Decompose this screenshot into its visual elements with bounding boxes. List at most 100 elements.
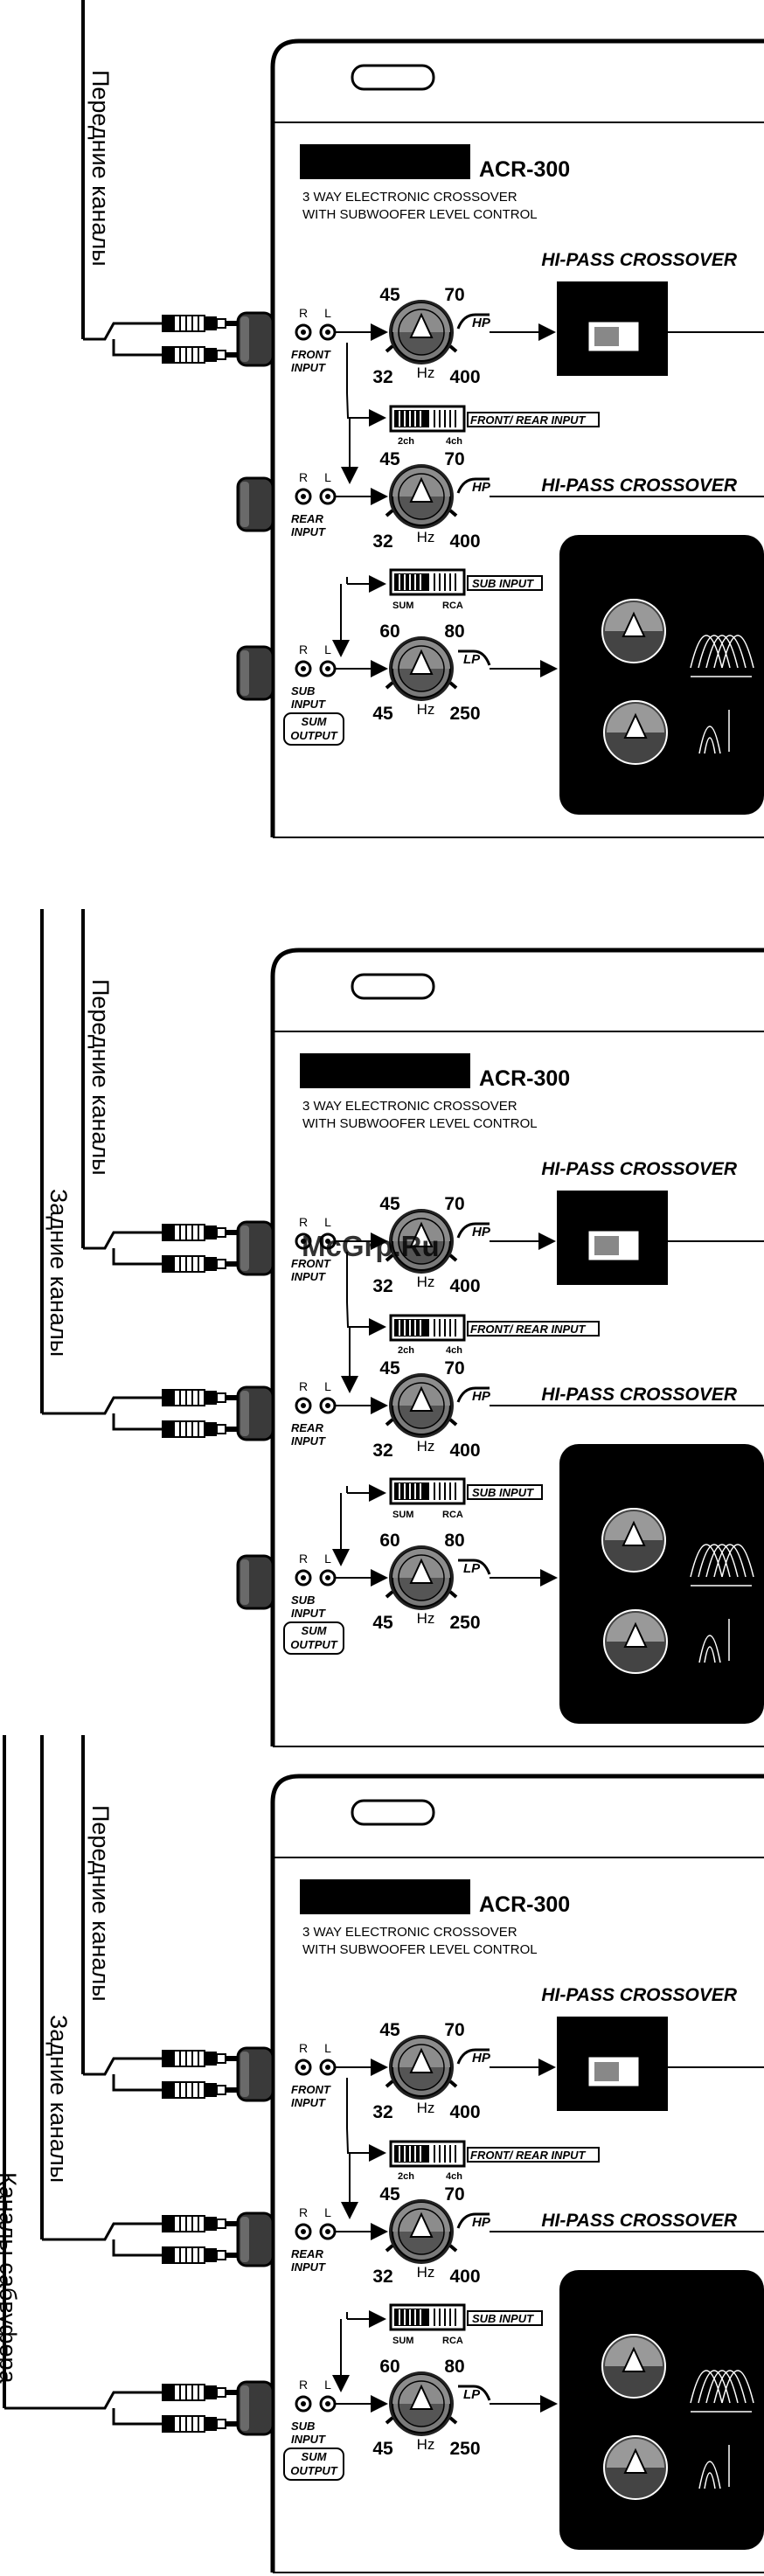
filter-curve-icon	[705, 635, 739, 669]
subwoofer-title: SUBWOOFER	[585, 545, 707, 565]
filter-curve-icon	[713, 1544, 747, 1578]
front-rear-input-switch	[389, 1314, 466, 1342]
sub-freq-scale: 25	[590, 675, 611, 695]
sub-freq-knob	[601, 2334, 666, 2399]
frequency-knob-icon	[385, 2033, 458, 2101]
knob-scale-label: 32	[372, 367, 392, 387]
rear-input-label: REAR	[291, 1421, 323, 1434]
rear-input-label: INPUT	[291, 1434, 326, 1448]
wire	[346, 392, 349, 419]
sub-input-switch-label: SUB INPUT	[472, 2312, 534, 2325]
sum-output-label: SUM	[302, 715, 328, 728]
knob-scale-label: 250	[449, 1613, 480, 1633]
knob-scale-label: 45	[379, 2020, 400, 2040]
channel-r-label: R	[299, 1379, 308, 1393]
cable-group	[3, 1735, 239, 2434]
sub-jack-r-icon	[295, 660, 312, 677]
freq-label: FREQ	[613, 567, 654, 584]
sub-freq-scale: 50	[669, 2307, 689, 2327]
hp-label: HP	[472, 480, 491, 495]
boost-max-label: +18dB	[649, 769, 705, 789]
freq-mult-label: MULTIPLIER	[578, 306, 646, 319]
filter-curve-icon	[721, 2370, 754, 2404]
frequency-knob-icon	[385, 635, 458, 703]
switch-label-frame	[467, 2147, 600, 2163]
sub-rca-socket	[236, 2380, 274, 2436]
filter-curve-icon	[698, 2370, 731, 2404]
freq-mult-label: MULTIPLIER	[578, 1215, 646, 1228]
front-jack-l-icon	[319, 323, 337, 341]
channel-r-label: R	[299, 306, 308, 320]
filter-curve-icon	[690, 1544, 723, 1578]
switch-pos-label: RCA	[442, 2336, 463, 2346]
switch-pos-label: SUM	[392, 601, 413, 611]
front-rca-socket	[236, 311, 274, 367]
filter-curve-icon	[705, 1544, 739, 1578]
rear-channels-label: Задние каналы	[45, 2015, 72, 2183]
knob-pointer-icon	[623, 2448, 648, 2474]
sub-jack-l-icon	[319, 1569, 337, 1587]
rca-plug-icon	[161, 2414, 239, 2434]
sub-freq-scale: 50	[669, 572, 689, 592]
switch-label-frame	[467, 1321, 600, 1337]
x1-label: X1	[577, 358, 591, 371]
sub-channels-label: Каналы сабвуфера	[0, 2172, 21, 2385]
sub-input-label: SUB	[291, 1594, 315, 1607]
sub-freq-scale: 30	[586, 1481, 606, 1501]
cable-wire	[83, 322, 162, 357]
knob-scale-label: 45	[379, 285, 400, 305]
sub-jack-l-icon	[319, 660, 337, 677]
freq-mult-label: FREQUENCY	[576, 293, 649, 306]
knob-scale-label: 400	[449, 1441, 480, 1461]
frequency-knob-icon	[385, 2198, 458, 2266]
knob-scale-label: 250	[449, 2439, 480, 2459]
channel-r-label: R	[299, 470, 308, 484]
frequency-knob-icon	[385, 1544, 458, 1612]
knob-scale-label: 45	[379, 2184, 400, 2205]
switch-label-frame	[467, 1484, 543, 1500]
mount-slot-icon	[351, 1799, 435, 1826]
model-name: ACR-300	[479, 1892, 570, 1917]
knob-scale-label: 80	[444, 2357, 464, 2377]
front-rca-socket	[236, 2046, 274, 2102]
sum-output-label: OUTPUT	[290, 1638, 338, 1651]
brand-logo-text: PROLOGY	[319, 1885, 453, 1913]
switch-pos-label: 2ch	[398, 2171, 414, 2182]
device-description: WITH SUBWOOFER LEVEL CONTROL	[302, 207, 538, 222]
hz-label: Hz	[417, 1438, 435, 1455]
lp-label: LP	[463, 2387, 481, 2402]
rear-rca-socket	[236, 476, 274, 532]
front-rear-input-switch	[389, 405, 466, 433]
knob-scale-label: 400	[449, 2267, 480, 2287]
knob-scale-label: 60	[379, 621, 399, 642]
front-rca-socket	[236, 1220, 274, 1276]
sum-output-frame	[283, 1621, 344, 1655]
switch-pos-label: 2ch	[398, 436, 414, 447]
hi-pass-title: HI-PASS CROSSOVER	[541, 1385, 737, 1405]
knob-scale-label: 70	[444, 1194, 464, 1214]
channel-l-label: L	[324, 2378, 331, 2392]
rca-plug-icon	[161, 1388, 239, 1407]
switch-pos-label: 4ch	[446, 436, 462, 447]
sub-freq-scale: 25	[590, 1584, 611, 1604]
channel-l-label: L	[324, 642, 331, 656]
filter-curve-icon	[713, 635, 747, 669]
rear-jack-r-icon	[295, 1397, 312, 1414]
sub-freq-knob	[601, 1508, 666, 1573]
rear-rca-socket	[236, 2211, 274, 2267]
knob-scale-label: 400	[449, 367, 480, 387]
x20-label: X20	[643, 358, 663, 371]
switch-pos-label: SUM	[392, 1510, 413, 1520]
knob-scale-label: 32	[372, 531, 392, 552]
hz-label: Hz	[417, 2100, 435, 2116]
knob-scale-label: 45	[379, 449, 400, 469]
hp-label: HP	[472, 316, 491, 330]
channel-l-label: L	[324, 1552, 331, 1566]
brand-logo	[300, 1053, 470, 1088]
hi-pass-title: HI-PASS CROSSOVER	[541, 2211, 737, 2231]
rear-input-label: INPUT	[291, 525, 326, 538]
channel-r-label: R	[299, 642, 308, 656]
sub-input-label: SUB	[291, 684, 315, 698]
x1-label: X1	[577, 1267, 591, 1281]
